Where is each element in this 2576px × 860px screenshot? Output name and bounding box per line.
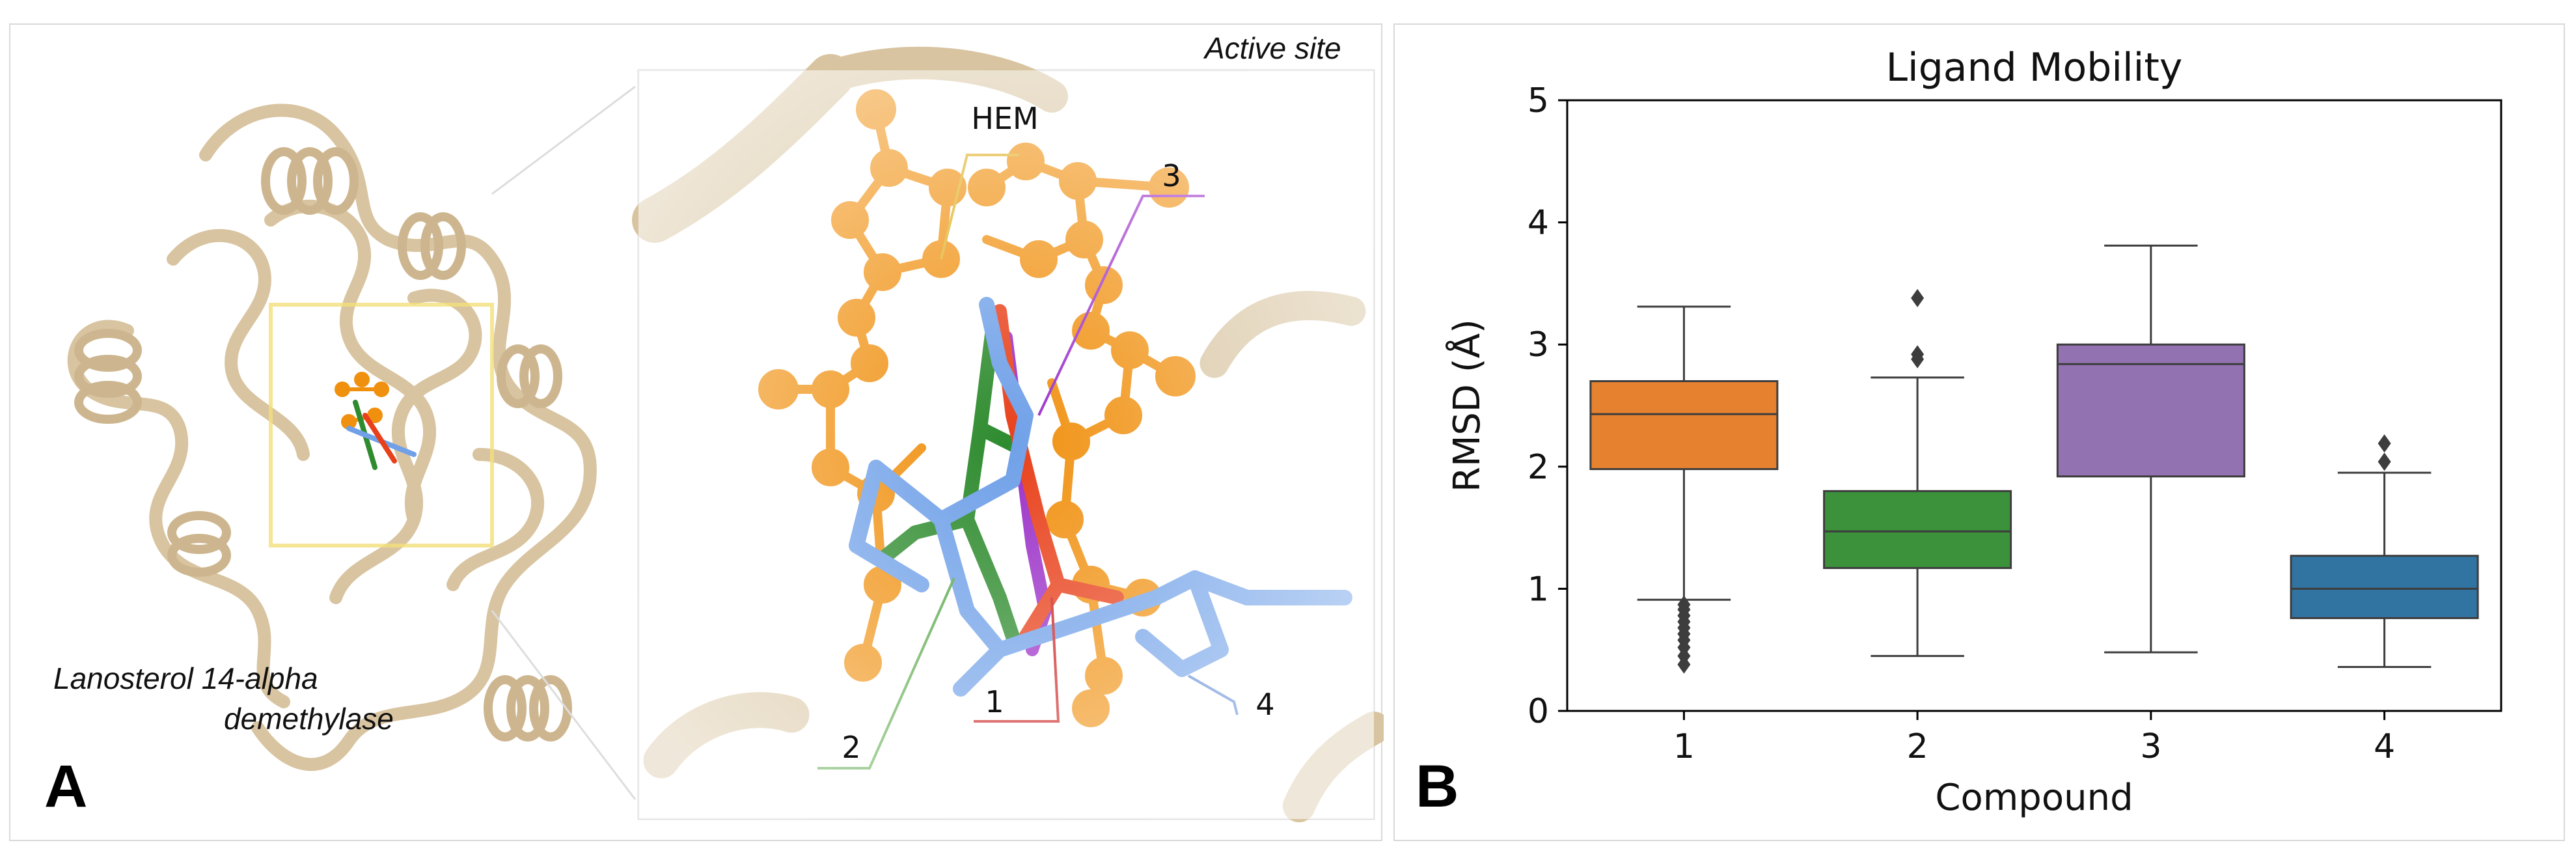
label-heme: HEM <box>971 101 1038 136</box>
label-ligand-1: 1 <box>985 684 1004 719</box>
y-axis-label: RMSD (Å) <box>1446 319 1488 492</box>
box-3 <box>2056 343 2245 478</box>
active-site-box <box>269 303 494 548</box>
chart-title: Ligand Mobility <box>1886 45 2183 90</box>
protein-figure: HEM 3 1 4 2 <box>67 46 1384 822</box>
y-tick-label-3: 3 <box>1528 326 1549 365</box>
outlier-1-9 <box>1677 595 1691 614</box>
panel-letter-b: B <box>1416 753 1459 820</box>
panel-a: HEM 3 1 4 2 Active site Lanosterol 14-al… <box>9 23 1384 841</box>
box-4 <box>2290 555 2479 619</box>
label-ligand-3: 3 <box>1162 158 1181 193</box>
mini-ligands <box>346 400 417 470</box>
box-2 <box>1823 490 2012 570</box>
outlier-4-1 <box>2377 434 2391 453</box>
panel-letter-a: A <box>44 753 88 820</box>
y-tick-label-2: 2 <box>1528 448 1549 487</box>
box-1 <box>1589 380 1779 471</box>
x-tick-label-4: 4 <box>2374 727 2395 766</box>
outlier-2-1 <box>1911 345 1925 364</box>
protein-name-line2: demethylase <box>224 702 394 736</box>
plot-frame <box>1566 99 2502 712</box>
x-tick-label-3: 3 <box>2140 727 2161 766</box>
y-tick-label-0: 0 <box>1528 692 1549 731</box>
y-tick-label-1: 1 <box>1528 570 1549 609</box>
helix-coils <box>74 147 572 742</box>
label-ligand-2: 2 <box>842 730 860 765</box>
y-tick-label-4: 4 <box>1528 204 1549 243</box>
x-tick-label-1: 1 <box>1673 727 1695 766</box>
x-tick-label-2: 2 <box>1907 727 1928 766</box>
y-tick-label-5: 5 <box>1528 81 1549 120</box>
inset-title: Active site <box>1205 31 1341 65</box>
x-axis-label: Compound <box>1935 777 2133 819</box>
outlier-4-0 <box>2377 452 2391 471</box>
zoom-guides <box>491 85 637 800</box>
label-ligand-4: 4 <box>1255 687 1274 722</box>
outlier-2-2 <box>1911 288 1925 307</box>
protein-name-line1: Lanosterol 14-alpha <box>53 661 318 695</box>
